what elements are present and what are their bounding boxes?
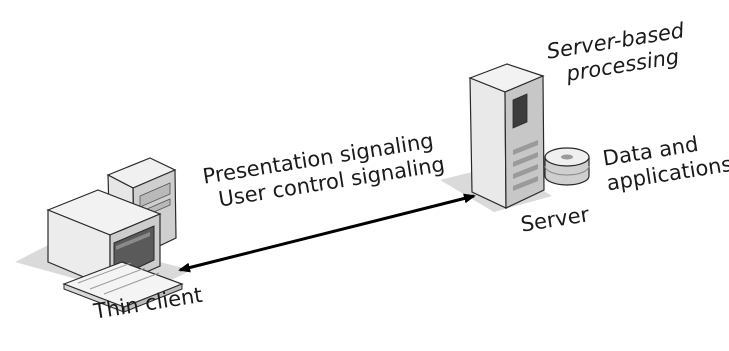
storage-disk-icon (544, 147, 590, 186)
server-tower-icon (440, 63, 552, 212)
double-headed-arrow-icon (178, 193, 476, 273)
keyboard-unit (62, 261, 184, 313)
thin-client-computer-icon (15, 157, 192, 313)
